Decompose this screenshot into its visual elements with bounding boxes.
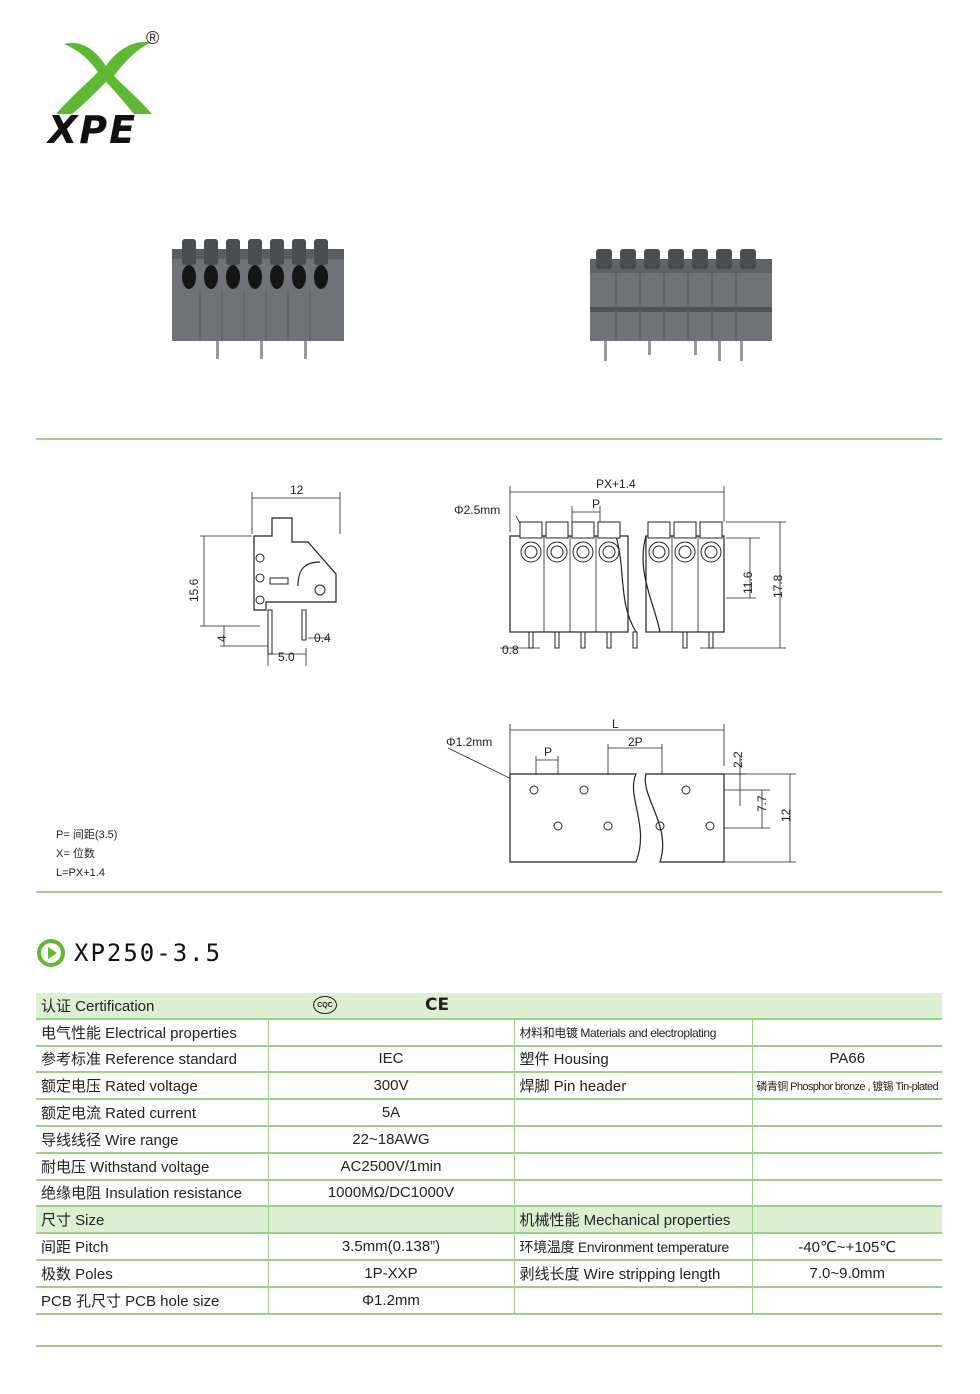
spec-label: 额定电压 Rated voltage: [36, 1072, 269, 1101]
pcb-layout-drawing: L Φ1.2mm P 2P 2.2 7.7 12: [446, 717, 796, 863]
electrical-label: 电气性能 Electrical properties: [36, 1018, 269, 1047]
spec-value: 300V: [268, 1072, 515, 1101]
side-view-drawing: 12 15.6 4 0.4 5.0: [187, 483, 341, 666]
divider-bottom: [36, 1345, 942, 1347]
table-row: 绝缘电阻 Insulation resistance 1000MΩ/DC1000…: [36, 1179, 942, 1208]
divider-top: [36, 438, 942, 440]
spec-value: [752, 1179, 942, 1208]
spec-label: 导线线径 Wire range: [36, 1125, 269, 1154]
pcb-d1-label: 2.2: [731, 751, 745, 768]
side-pin-label: 4: [215, 635, 229, 642]
mechanical-label: 机械性能 Mechanical properties: [514, 1206, 753, 1235]
brand-logo: ® XPE: [44, 28, 174, 152]
note-line: X= 位数: [56, 848, 95, 860]
side-width-label: 12: [290, 483, 304, 497]
table-row: PCB 孔尺寸 PCB hole size Φ1.2mm: [36, 1286, 942, 1315]
table-row: 额定电压 Rated voltage 300V 焊脚 Pin header 磷青…: [36, 1072, 942, 1101]
side-pin-offset-label: 5.0: [278, 650, 295, 664]
front-view-drawing: PX+1.4 Φ2.5mm P 11.6 17.8 0.8: [454, 477, 786, 657]
spec-value: IEC: [268, 1045, 515, 1074]
spec-value: 磷青铜 Phosphor bronze , 镀锡 Tin-plated: [752, 1072, 942, 1101]
table-row: 尺寸 Size 机械性能 Mechanical properties: [36, 1206, 942, 1235]
cert-label: 认证 Certification: [36, 993, 268, 1020]
spec-table: 认证 Certification CQC CE 电气性能 Electrical …: [36, 993, 942, 1315]
materials-label: 材料和电镀 Materials and electroplating: [514, 1018, 753, 1047]
spec-value: -40℃~+105℃: [752, 1233, 942, 1261]
table-row: 耐电压 Withstand voltage AC2500V/1min: [36, 1152, 942, 1181]
table-row: 电气性能 Electrical properties 材料和电镀 Materia…: [36, 1018, 942, 1047]
spec-label: 间距 Pitch: [36, 1233, 269, 1261]
side-height-label: 15.6: [187, 578, 201, 602]
spec-label: 塑件 Housing: [514, 1045, 753, 1074]
front-h1-label: 11.6: [741, 571, 755, 594]
xpe-logo-icon: [56, 42, 152, 114]
model-title: XP250-3.5: [74, 939, 223, 967]
spec-label: 环境温度 Environment temperature: [514, 1233, 753, 1261]
spec-label: 耐电压 Withstand voltage: [36, 1152, 269, 1181]
pcb-d2-label: 7.7: [755, 795, 769, 812]
spec-label: 参考标准 Reference standard: [36, 1045, 269, 1074]
size-label: 尺寸 Size: [36, 1206, 269, 1235]
spec-label: 极数 Poles: [36, 1259, 269, 1288]
product-photo-back: [590, 249, 772, 361]
spec-value: AC2500V/1min: [268, 1152, 515, 1181]
divider-middle: [36, 891, 942, 893]
pcb-2p-label: 2P: [628, 735, 643, 749]
front-total-label: PX+1.4: [596, 477, 636, 491]
model-header: XP250-3.5: [36, 938, 222, 968]
note-line: L=PX+1.4: [56, 867, 105, 879]
drawing-notes: P= 间距(3.5) X= 位数 L=PX+1.4: [56, 826, 117, 883]
spec-label: 剥线长度 Wire stripping length: [514, 1259, 753, 1288]
play-arrow-icon: [37, 939, 65, 967]
spec-value: 5A: [268, 1099, 515, 1127]
spec-label: 焊脚 Pin header: [514, 1072, 753, 1101]
ce-icon: CE: [425, 995, 450, 1016]
table-row: 额定电流 Rated current 5A: [36, 1099, 942, 1127]
spec-value: [752, 1286, 942, 1315]
spec-value: 1000MΩ/DC1000V: [268, 1179, 515, 1208]
pcb-hole-label: Φ1.2mm: [446, 735, 492, 749]
spec-label: [514, 1179, 753, 1208]
spec-value: 22~18AWG: [268, 1125, 515, 1154]
table-row: 极数 Poles 1P-XXP 剥线长度 Wire stripping leng…: [36, 1259, 942, 1288]
front-pin-label: 0.8: [502, 643, 519, 657]
spec-value: 7.0~9.0mm: [752, 1259, 942, 1288]
spec-label: [514, 1099, 753, 1127]
note-line: P= 间距(3.5): [56, 829, 118, 841]
spec-value: PA66: [752, 1045, 942, 1074]
spec-label: [514, 1125, 753, 1154]
table-row: 参考标准 Reference standard IEC 塑件 Housing P…: [36, 1045, 942, 1074]
pcb-pitch-label: P: [544, 745, 552, 759]
front-pitch-label: P: [592, 497, 600, 511]
cqc-icon: CQC: [313, 996, 337, 1015]
spec-label: [514, 1152, 753, 1181]
front-h2-label: 17.8: [771, 574, 785, 598]
spec-label: PCB 孔尺寸 PCB hole size: [36, 1286, 269, 1315]
table-row: 认证 Certification CQC CE: [36, 993, 942, 1020]
front-hole-label: Φ2.5mm: [454, 503, 500, 517]
spec-label: [514, 1286, 753, 1315]
pcb-d3-label: 12: [779, 808, 793, 822]
product-photo-front: [172, 239, 344, 359]
spec-value: [752, 1152, 942, 1181]
table-row: 间距 Pitch 3.5mm(0.138”) 环境温度 Environment …: [36, 1233, 942, 1261]
spec-value: [752, 1125, 942, 1154]
spec-value: 3.5mm(0.138”): [268, 1233, 515, 1261]
spec-value: 1P-XXP: [268, 1259, 515, 1288]
side-pin-thick-label: 0.4: [314, 631, 331, 645]
spec-value: [752, 1099, 942, 1127]
spec-label: 额定电流 Rated current: [36, 1099, 269, 1127]
pcb-length-label: L: [612, 717, 619, 731]
spec-label: 绝缘电阻 Insulation resistance: [36, 1179, 269, 1208]
registered-mark: ®: [146, 28, 160, 48]
table-row: 导线线径 Wire range 22~18AWG: [36, 1125, 942, 1154]
brand-name: XPE: [48, 108, 138, 152]
cert-icons: CQC CE: [268, 993, 942, 1020]
spec-value: Φ1.2mm: [268, 1286, 515, 1315]
